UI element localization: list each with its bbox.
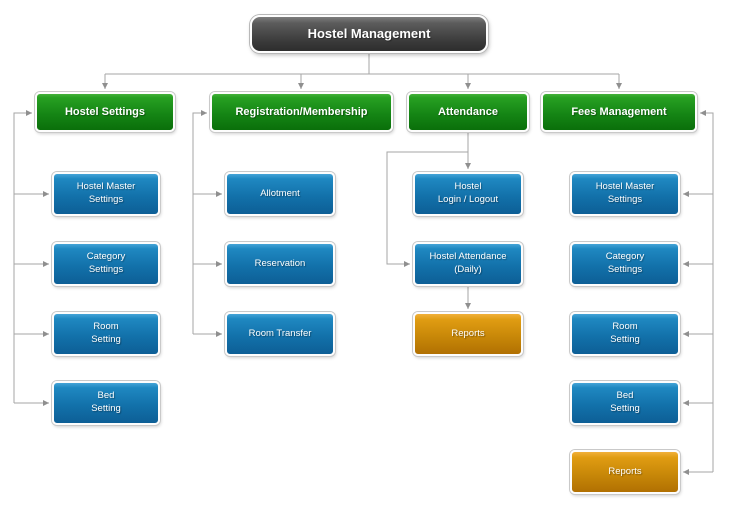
- node-hostel-settings: Hostel Settings: [35, 92, 175, 132]
- node-fees-bed-setting: Bed Setting: [570, 381, 680, 425]
- node-hostel-attendance-daily: Hostel Attendance (Daily): [413, 242, 523, 286]
- node-fees-hostel-master-settings: Hostel Master Settings: [570, 172, 680, 216]
- node-fees-management: Fees Management: [541, 92, 697, 132]
- node-label: Attendance: [438, 105, 498, 118]
- node-allotment: Allotment: [225, 172, 335, 216]
- node-label: Hostel Attendance (Daily): [429, 251, 507, 275]
- node-hostel-management: Hostel Management: [250, 15, 488, 53]
- node-label: Room Transfer: [248, 327, 312, 339]
- node-label: Reservation: [254, 257, 306, 269]
- connector-col4-spine: [683, 110, 714, 475]
- node-category-settings: Category Settings: [52, 242, 160, 286]
- node-fees-category-settings: Category Settings: [570, 242, 680, 286]
- node-label: Fees Management: [571, 105, 667, 118]
- node-fees-reports: Reports: [570, 450, 680, 494]
- node-label: Bed Setting: [91, 390, 121, 414]
- connector-col1-spine: [13, 110, 49, 406]
- node-attendance: Attendance: [407, 92, 529, 132]
- node-label: Reports: [608, 465, 642, 477]
- node-label: Category Settings: [605, 251, 645, 275]
- node-label: Hostel Master Settings: [595, 181, 655, 205]
- connector-root-to-headers: [102, 53, 622, 89]
- node-registration-membership: Registration/Membership: [210, 92, 393, 132]
- node-label: Registration/Membership: [235, 105, 368, 118]
- node-reservation: Reservation: [225, 242, 335, 286]
- node-label: Bed Setting: [610, 390, 640, 414]
- node-fees-room-setting: Room Setting: [570, 312, 680, 356]
- node-room-setting: Room Setting: [52, 312, 160, 356]
- node-bed-setting: Bed Setting: [52, 381, 160, 425]
- node-label: Hostel Master Settings: [76, 181, 136, 205]
- node-attendance-reports: Reports: [413, 312, 523, 356]
- node-label: Hostel Management: [307, 26, 431, 42]
- connector-col3: [386, 132, 471, 309]
- node-label: Hostel Settings: [64, 105, 146, 118]
- connector-col2-spine: [192, 110, 222, 337]
- node-label: Allotment: [260, 187, 300, 199]
- node-label: Hostel Login / Logout: [437, 181, 499, 205]
- node-label: Room Setting: [91, 321, 121, 345]
- node-label: Category Settings: [86, 251, 126, 275]
- node-label: Reports: [451, 327, 485, 339]
- node-label: Room Setting: [610, 321, 640, 345]
- node-hostel-login-logout: Hostel Login / Logout: [413, 172, 523, 216]
- node-room-transfer: Room Transfer: [225, 312, 335, 356]
- node-hostel-master-settings: Hostel Master Settings: [52, 172, 160, 216]
